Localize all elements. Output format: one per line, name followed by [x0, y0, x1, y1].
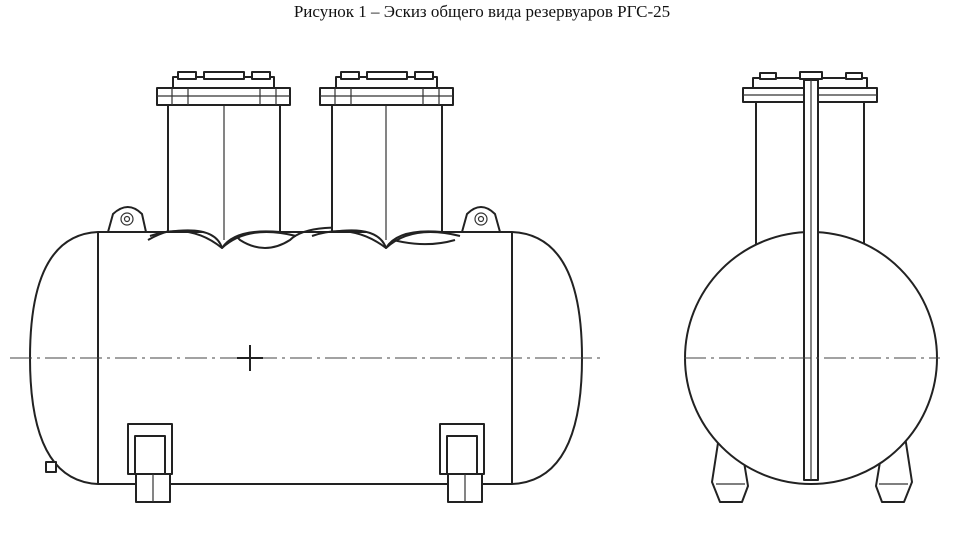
center-mark	[237, 345, 263, 371]
lifting-lug-right	[461, 206, 501, 233]
end-view	[684, 71, 940, 503]
lifting-lug-left	[107, 206, 147, 233]
flange-1	[156, 71, 291, 106]
manhole-neck-2	[311, 104, 461, 249]
flange-2	[319, 71, 454, 106]
side-view	[10, 71, 600, 503]
figure-caption: Рисунок 1 – Эскиз общего вида резервуаро…	[293, 2, 671, 21]
support-leg-left	[127, 423, 173, 503]
internal-pipe	[803, 79, 819, 481]
manhole-neck-1	[149, 104, 297, 249]
support-leg-right	[439, 423, 485, 503]
drain-nozzle	[45, 461, 57, 473]
